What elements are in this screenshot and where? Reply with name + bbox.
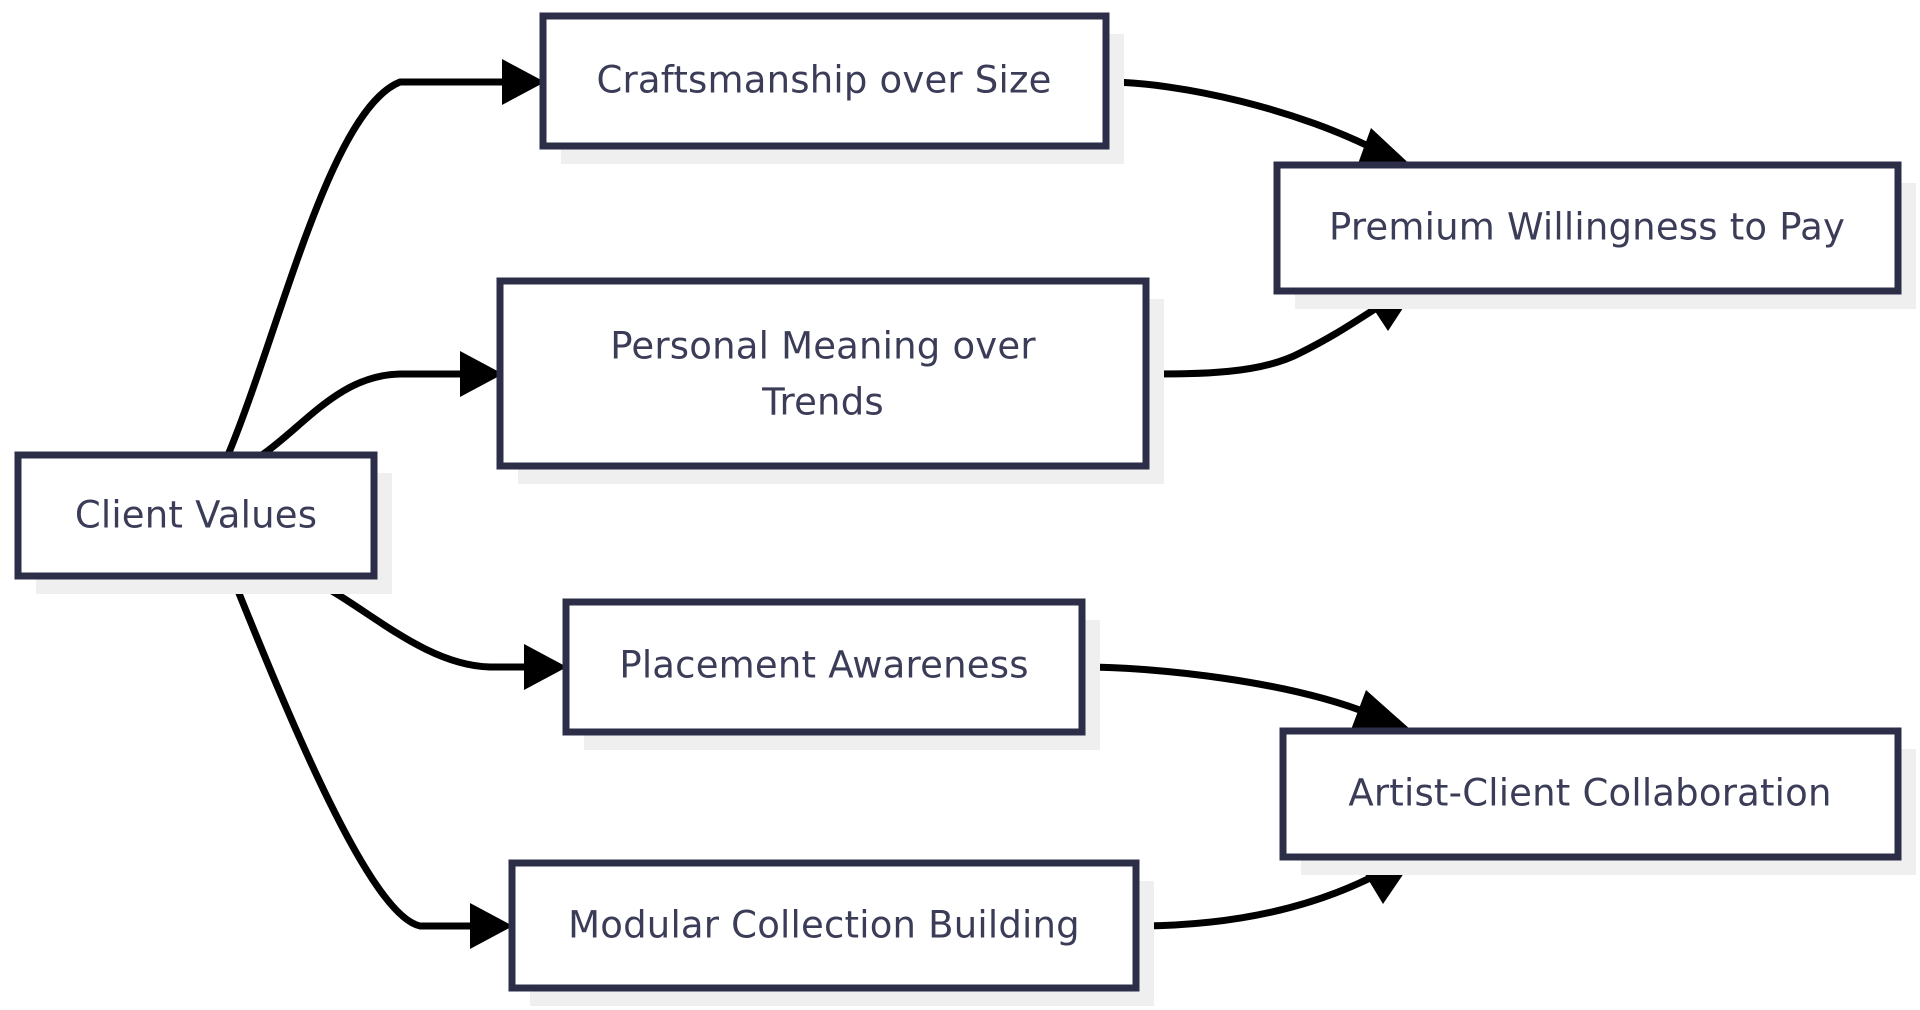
node-artist-client-collaboration[interactable]: Artist-Client Collaboration xyxy=(1279,727,1902,861)
edge-craftsmanship-to-premium[interactable] xyxy=(1105,78,1417,172)
node-box xyxy=(14,451,378,580)
edge-path xyxy=(228,574,470,930)
arrowhead-icon xyxy=(524,644,567,690)
edge-client-values-to-modular[interactable] xyxy=(228,574,513,949)
node-label: Client Values xyxy=(75,494,317,537)
node-label: Placement Awareness xyxy=(619,644,1028,687)
node-layer: Client Values Craftsmanship over Size Pe… xyxy=(14,12,1902,992)
node-box xyxy=(508,859,1140,992)
arrowhead-icon xyxy=(1355,128,1417,172)
edge-path xyxy=(259,370,460,458)
edge-client-values-to-personal-meaning[interactable] xyxy=(259,351,503,458)
node-box xyxy=(1273,161,1902,295)
node-premium-willingness-to-pay[interactable]: Premium Willingness to Pay xyxy=(1273,161,1902,295)
node-label: Premium Willingness to Pay xyxy=(1329,206,1845,249)
arrowhead-icon xyxy=(502,59,545,105)
node-box xyxy=(1279,727,1902,861)
node-craftsmanship-over-size[interactable]: Craftsmanship over Size xyxy=(539,12,1110,150)
node-client-values[interactable]: Client Values xyxy=(14,451,378,580)
arrowhead-icon xyxy=(460,351,503,397)
node-box xyxy=(496,277,1150,470)
node-box xyxy=(562,598,1086,736)
node-label-line-1: Personal Meaning over xyxy=(610,325,1036,368)
node-label: Modular Collection Building xyxy=(568,904,1080,947)
node-box xyxy=(539,12,1110,150)
edge-path xyxy=(1135,869,1382,930)
edge-client-values-to-craftsmanship[interactable] xyxy=(224,59,545,457)
node-personal-meaning-over-trends[interactable]: Personal Meaning over Trends xyxy=(496,277,1150,470)
edge-path xyxy=(1081,663,1372,718)
edge-placement-to-collaboration[interactable] xyxy=(1081,663,1411,735)
edge-path xyxy=(1145,301,1385,378)
node-label: Artist-Client Collaboration xyxy=(1348,772,1831,815)
edge-path xyxy=(1105,78,1382,156)
node-label: Craftsmanship over Size xyxy=(596,59,1051,102)
arrowhead-icon xyxy=(470,903,513,949)
node-modular-collection-building[interactable]: Modular Collection Building xyxy=(508,859,1140,992)
edge-path xyxy=(224,78,502,457)
node-label-line-2: Trends xyxy=(761,381,884,424)
edge-layer xyxy=(224,59,1420,949)
node-placement-awareness[interactable]: Placement Awareness xyxy=(562,598,1086,736)
arrowhead-icon xyxy=(1349,690,1411,735)
